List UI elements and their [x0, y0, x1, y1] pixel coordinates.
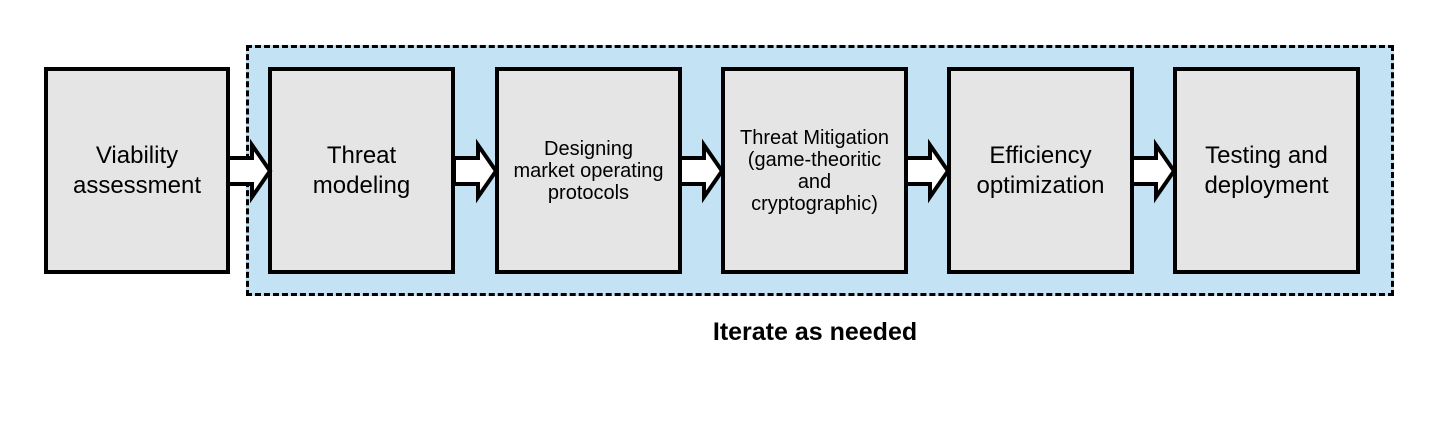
- step-label: Testing and deployment: [1204, 141, 1329, 199]
- step-label: Threat Mitigation (game-theoritic and cr…: [740, 126, 889, 215]
- step-threat-modeling: Threat modeling: [268, 67, 455, 274]
- step-viability-assessment: Viability assessment: [44, 67, 230, 274]
- flow-arrow-icon: [904, 138, 951, 204]
- flow-arrow-icon: [1130, 138, 1177, 204]
- step-label: Efficiency optimization: [976, 141, 1105, 199]
- step-efficiency-optimization: Efficiency optimization: [947, 67, 1134, 274]
- step-label: Threat modeling: [312, 141, 411, 199]
- flow-arrow-icon: [678, 138, 725, 204]
- step-label: Viability assessment: [72, 141, 202, 199]
- step-designing-protocols: Designing market operating protocols: [495, 67, 682, 274]
- flow-arrow-icon: [226, 138, 273, 204]
- step-threat-mitigation: Threat Mitigation (game-theoritic and cr…: [721, 67, 908, 274]
- step-label: Designing market operating protocols: [513, 137, 664, 204]
- step-testing-deployment: Testing and deployment: [1173, 67, 1360, 274]
- iterate-caption: Iterate as needed: [712, 318, 918, 346]
- flow-arrow-icon: [452, 138, 499, 204]
